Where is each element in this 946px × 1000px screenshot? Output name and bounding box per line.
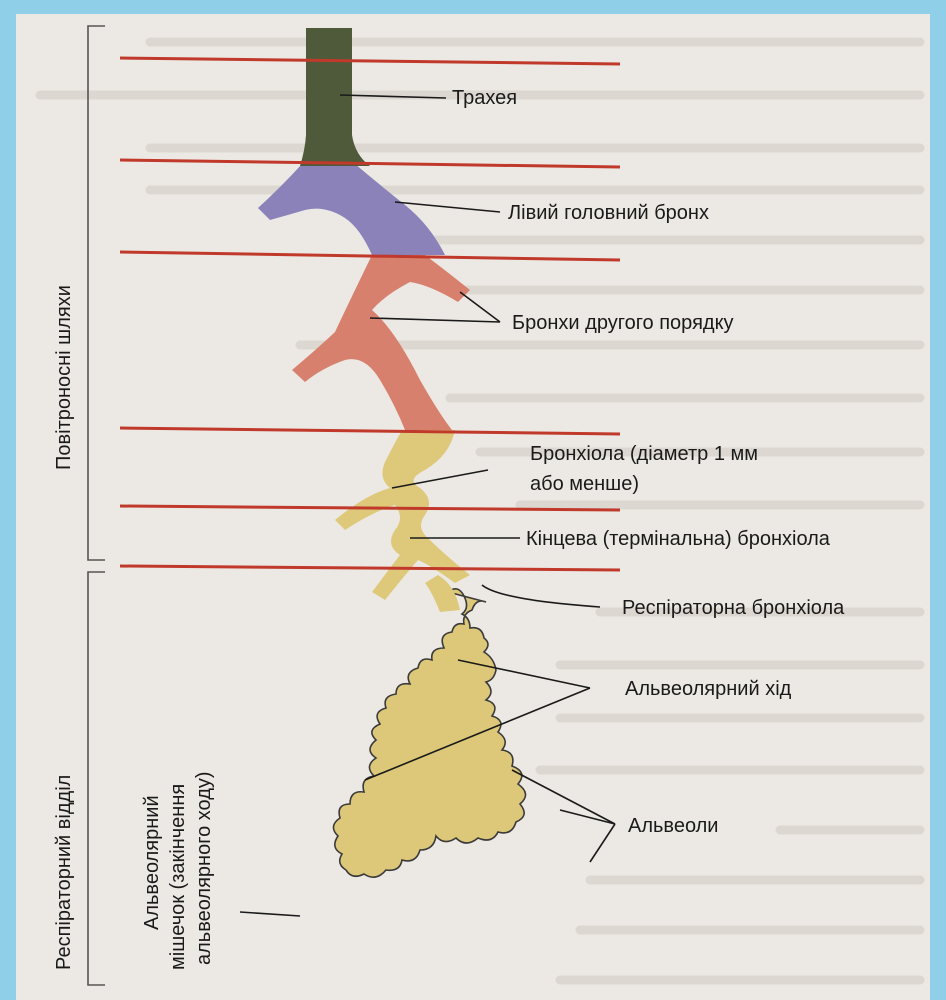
- label-bronchiole-line1: Бронхіола (діаметр 1 мм: [530, 443, 758, 465]
- label-left-main-bronchus: Лівий головний бронх: [508, 202, 709, 224]
- side-label-sac-1: Альвеолярний: [141, 795, 163, 930]
- label-terminal-bronchiole: Кінцева (термінальна) бронхіола: [526, 528, 831, 550]
- label-bronchiole-line2: або менше): [530, 473, 639, 495]
- label-alveoli: Альвеоли: [628, 815, 718, 837]
- side-label-airways: Повітроносні шляхи: [53, 285, 75, 470]
- label-secondary-bronchi: Бронхи другого порядку: [512, 312, 734, 334]
- side-label-sac-3: альвеолярного ходу): [193, 771, 215, 965]
- side-label-respiratory: Респіраторний відділ: [53, 775, 75, 970]
- label-trachea: Трахея: [452, 87, 517, 109]
- label-alveolar-duct: Альвеолярний хід: [625, 678, 792, 700]
- label-respiratory-bronchiole: Респіраторна бронхіола: [622, 597, 845, 619]
- side-label-sac-2: мішечок (закінчення: [167, 784, 189, 970]
